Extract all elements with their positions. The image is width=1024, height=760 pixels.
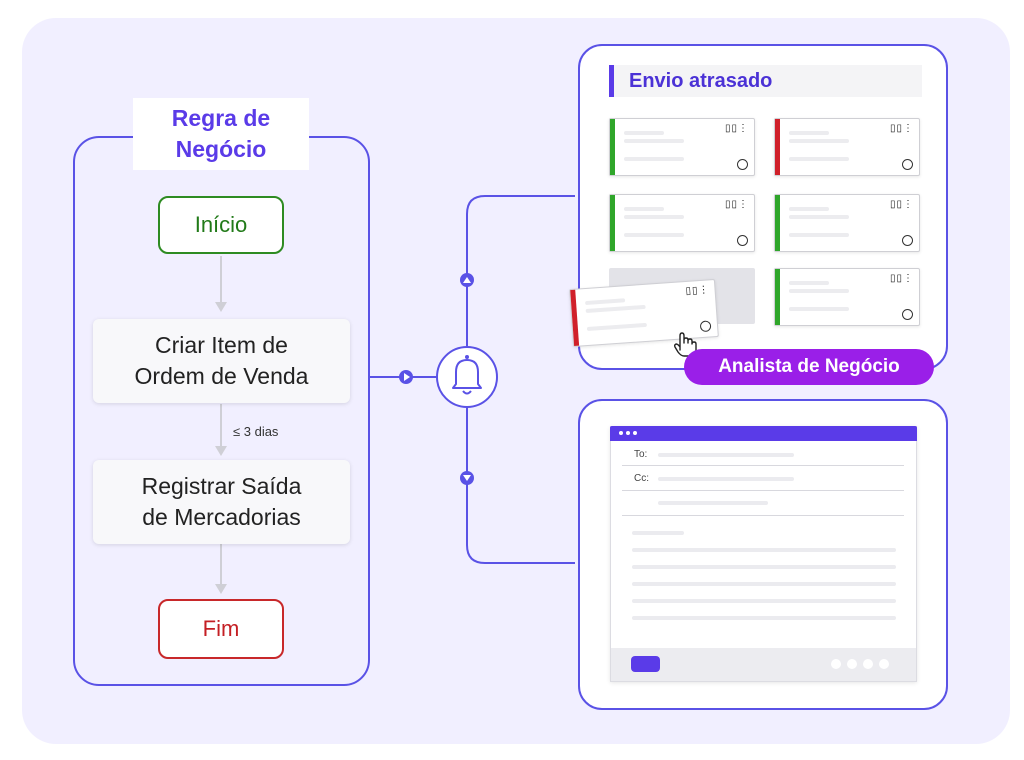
step-goods-issue: Registrar Saída de Mercadorias bbox=[93, 460, 350, 544]
clock-icon bbox=[902, 159, 913, 170]
document-icons: ▯▯⋮ bbox=[889, 123, 914, 134]
clock-icon bbox=[902, 235, 913, 246]
status-bar bbox=[775, 269, 780, 325]
start-node: Início bbox=[158, 196, 284, 254]
email-window bbox=[610, 426, 917, 682]
shipment-card[interactable]: ▯▯⋮ bbox=[774, 268, 920, 326]
document-icons: ▯▯⋮ bbox=[724, 199, 749, 210]
step1-line2: Ordem de Venda bbox=[134, 363, 309, 389]
subject-field[interactable] bbox=[658, 501, 768, 505]
more-dot bbox=[879, 659, 889, 669]
clock-icon bbox=[902, 309, 913, 320]
rule-title-line2: Negócio bbox=[175, 136, 267, 162]
shipment-card[interactable]: ▯▯⋮ bbox=[609, 118, 755, 176]
status-bar bbox=[610, 195, 615, 251]
document-icons: ▯▯⋮ bbox=[889, 273, 914, 284]
cc-label: Cc: bbox=[634, 473, 649, 484]
email-titlebar bbox=[610, 426, 917, 441]
clock-icon bbox=[737, 159, 748, 170]
step-create-sales-order-item: Criar Item de Ordem de Venda bbox=[93, 319, 350, 403]
rule-title: Regra de Negócio bbox=[133, 98, 309, 170]
more-dot bbox=[831, 659, 841, 669]
flow-arrows bbox=[215, 256, 227, 594]
shipment-card[interactable]: ▯▯⋮ bbox=[774, 118, 920, 176]
status-bar bbox=[775, 195, 780, 251]
clock-icon bbox=[699, 320, 712, 333]
shipment-card[interactable]: ▯▯⋮ bbox=[774, 194, 920, 252]
condition-label: ≤ 3 dias bbox=[233, 424, 279, 439]
end-node: Fim bbox=[158, 599, 284, 659]
bell-icon bbox=[436, 346, 498, 408]
send-button[interactable] bbox=[631, 656, 660, 672]
document-icons: ▯▯⋮ bbox=[685, 284, 710, 298]
to-field[interactable] bbox=[658, 453, 794, 457]
more-dot bbox=[847, 659, 857, 669]
cc-field[interactable] bbox=[658, 477, 794, 481]
document-icons: ▯▯⋮ bbox=[724, 123, 749, 134]
document-icons: ▯▯⋮ bbox=[889, 199, 914, 210]
step1-line1: Criar Item de bbox=[155, 332, 288, 358]
status-bar bbox=[570, 289, 580, 346]
step2-line1: Registrar Saída bbox=[141, 473, 302, 499]
status-bar bbox=[775, 119, 780, 175]
step2-line2: de Mercadorias bbox=[142, 504, 301, 530]
more-dot bbox=[863, 659, 873, 669]
shipment-card[interactable]: ▯▯⋮ bbox=[609, 194, 755, 252]
business-analyst-badge: Analista de Negócio bbox=[684, 349, 934, 385]
rule-title-line1: Regra de bbox=[171, 105, 271, 131]
hand-pointer-icon bbox=[673, 332, 697, 357]
late-shipment-title: Envio atrasado bbox=[609, 65, 922, 97]
to-label: To: bbox=[634, 449, 648, 460]
clock-icon bbox=[737, 235, 748, 246]
status-bar bbox=[610, 119, 615, 175]
